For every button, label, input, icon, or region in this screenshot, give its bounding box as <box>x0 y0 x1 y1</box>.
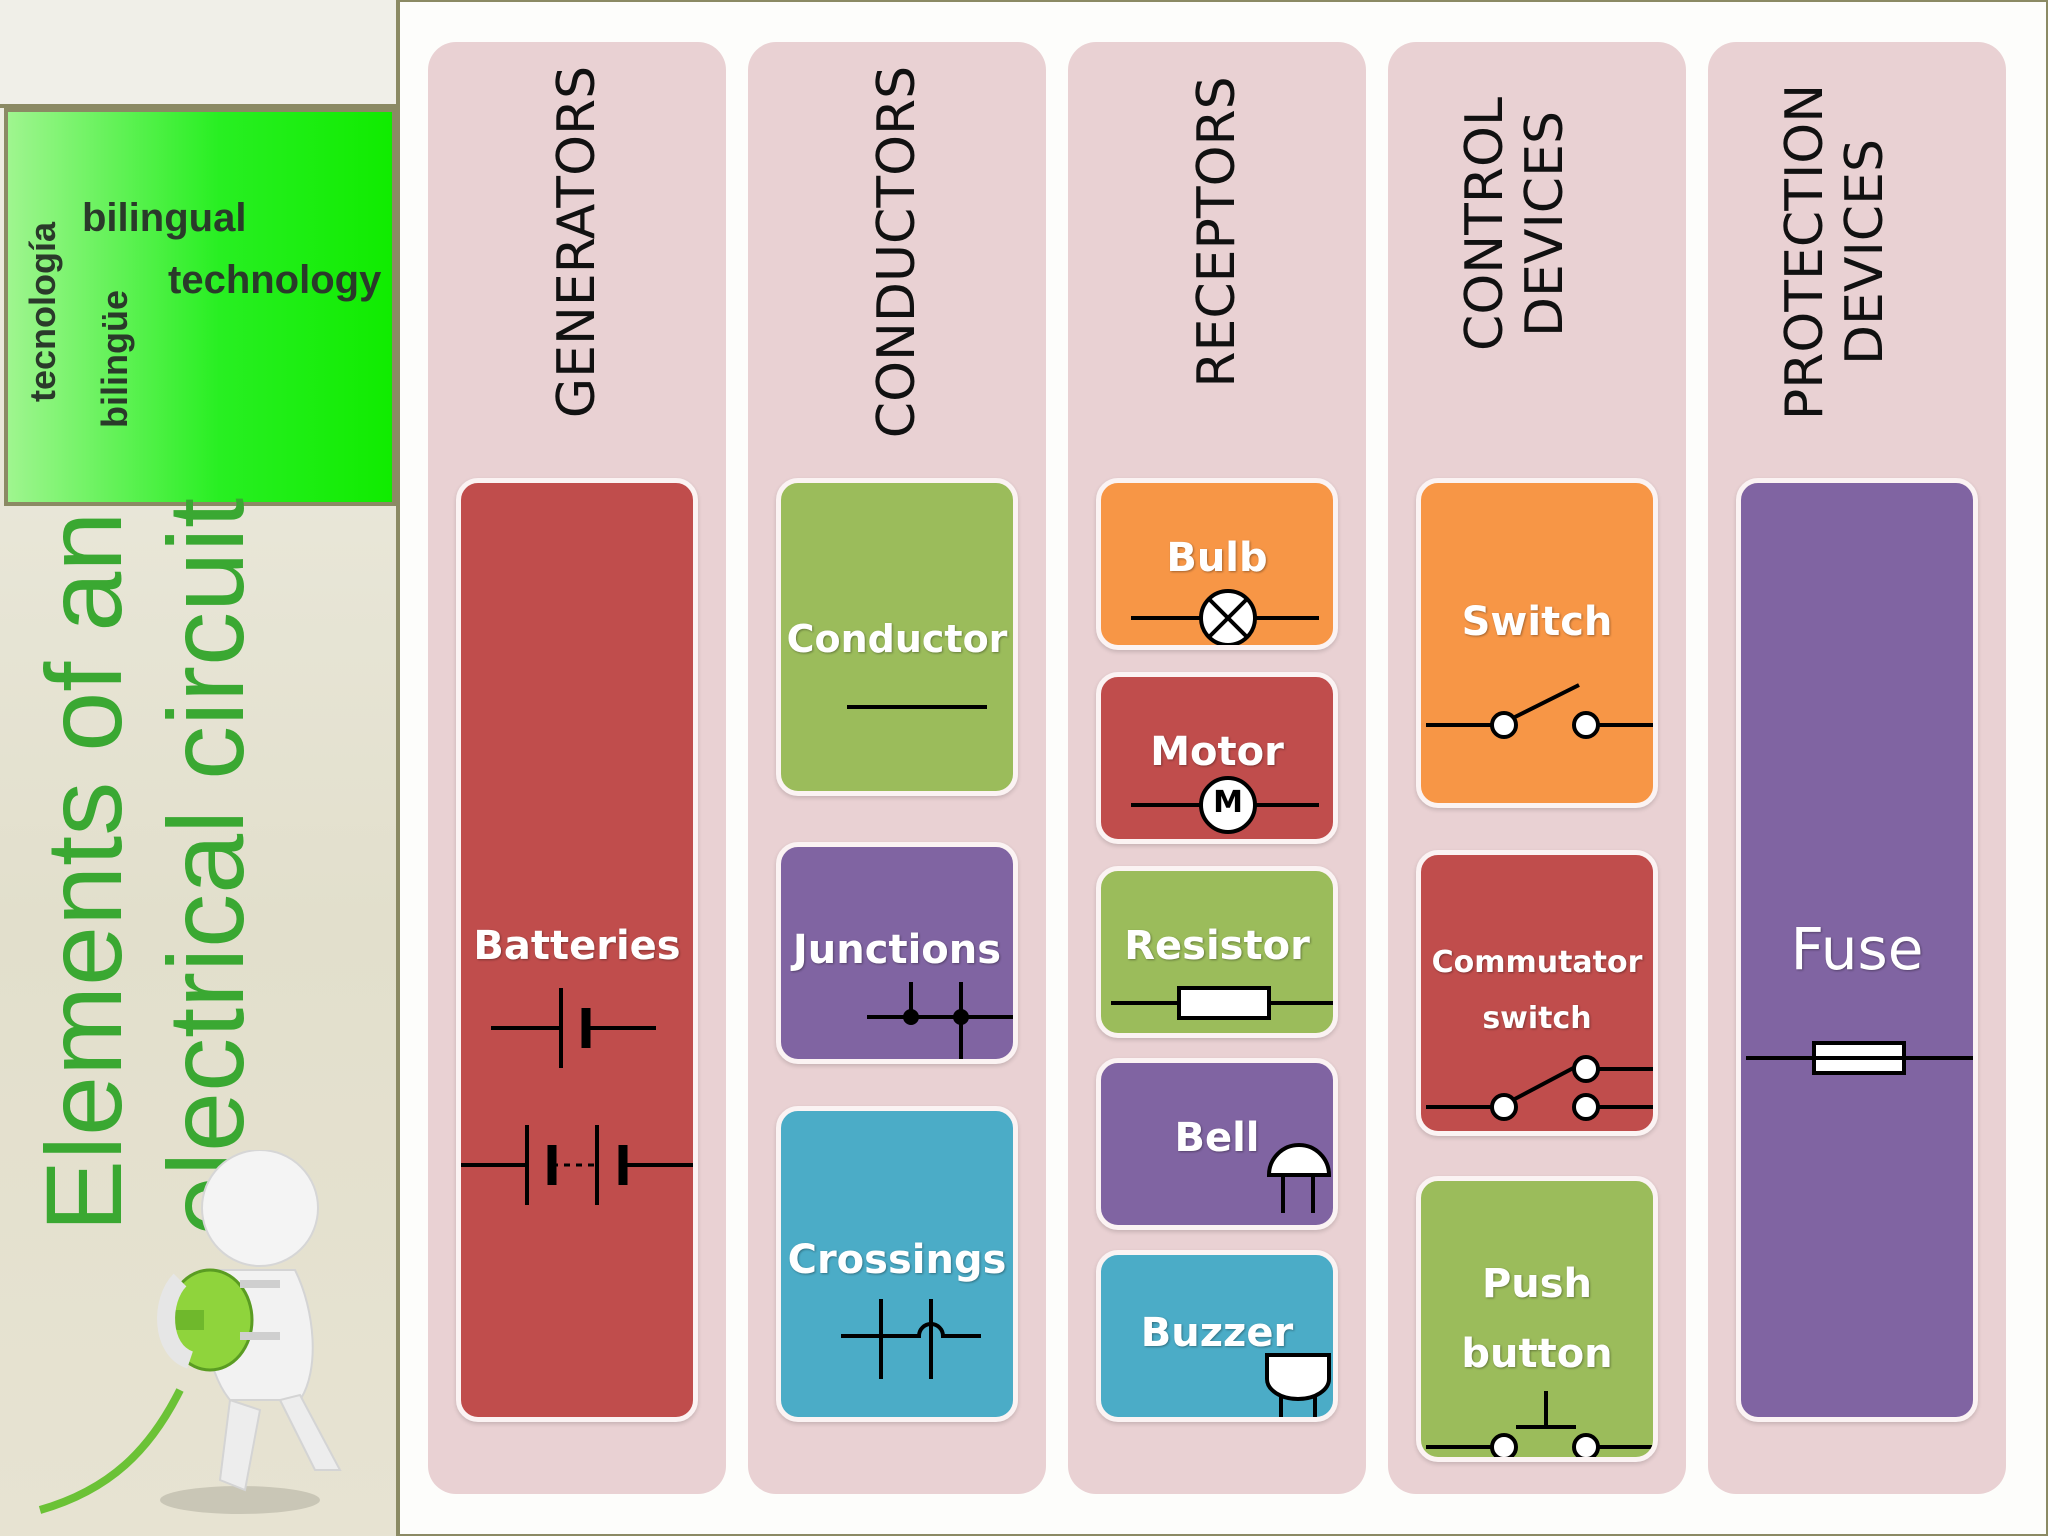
logo-box: tecnología bilingüe bilingual technology <box>4 108 396 506</box>
sidebar: tecnología bilingüe bilingual technology… <box>0 0 400 1536</box>
logo-text-bilingual: bilingual <box>82 196 247 240</box>
card-resistor[interactable]: Resistor <box>1096 866 1338 1038</box>
card-label-1: Commutator <box>1431 945 1643 980</box>
header-line-2: DEVICES <box>1514 111 1575 337</box>
header-conductors: CONDUCTORS <box>867 52 928 452</box>
title-line-1: Elements of an <box>23 511 144 1232</box>
card-motor[interactable]: Motor M <box>1096 672 1338 844</box>
card-label: Motor <box>1150 729 1284 775</box>
card-label-2: button <box>1461 1331 1613 1377</box>
card-label: Buzzer <box>1140 1310 1294 1356</box>
column-header: CONTROL DEVICES <box>1388 42 1686 472</box>
header-generators: GENERATORS <box>547 42 608 442</box>
card-fuse[interactable]: Fuse <box>1736 478 1978 1422</box>
column-protection-devices: PROTECTION DEVICES Fuse <box>1708 42 2006 1494</box>
logo-text-tecnologia: tecnología <box>22 221 63 402</box>
logo-text-technology: technology <box>168 258 382 302</box>
title-line-2: electrical circuit <box>145 497 266 1236</box>
sidebar-top-panel <box>0 0 396 108</box>
junction-symbol-icon <box>867 982 1013 1059</box>
card-conductor[interactable]: Conductor <box>776 478 1018 796</box>
column-generators: GENERATORS Batteries <box>428 42 726 1494</box>
card-label: Bulb <box>1166 535 1268 581</box>
push-button-symbol-icon <box>1426 1391 1653 1457</box>
column-header: GENERATORS <box>428 42 726 472</box>
card-switch[interactable]: Switch <box>1416 478 1658 808</box>
card-label: Junctions <box>792 927 1002 973</box>
card-bulb[interactable]: Bulb <box>1096 478 1338 650</box>
column-receptors: RECEPTORS Bulb Motor M Resistor Bell <box>1068 42 1366 1494</box>
header-control-devices: CONTROL DEVICES <box>1455 54 1576 394</box>
header-line-1: GENERATORS <box>547 65 607 419</box>
header-line-1: RECEPTORS <box>1187 76 1247 388</box>
header-receptors: RECEPTORS <box>1187 42 1248 422</box>
bell-symbol-icon <box>1266 1143 1332 1213</box>
header-protection-devices: PROTECTION DEVICES <box>1775 62 1896 442</box>
card-crossings[interactable]: Crossings <box>776 1106 1018 1422</box>
card-label-1: Push <box>1481 1261 1593 1307</box>
buzzer-symbol-icon <box>1265 1353 1331 1417</box>
conductor-line-icon <box>847 705 987 709</box>
header-line-1: CONDUCTORS <box>867 65 927 439</box>
column-header: PROTECTION DEVICES <box>1708 42 2006 472</box>
commutator-symbol-icon <box>1426 1055 1653 1121</box>
card-label: Resistor <box>1124 923 1310 969</box>
card-label: Batteries <box>473 923 681 969</box>
switch-symbol-icon <box>1426 683 1653 739</box>
logo-text-bilingue: bilingüe <box>94 290 135 428</box>
card-bell[interactable]: Bell <box>1096 1058 1338 1230</box>
card-label: Conductor <box>786 617 1008 661</box>
card-label: Fuse <box>1790 915 1924 983</box>
card-label: Bell <box>1174 1115 1260 1161</box>
card-label-2: switch <box>1482 1001 1592 1036</box>
header-line-2: DEVICES <box>1834 139 1895 365</box>
battery-symbol-icon <box>461 988 693 1205</box>
column-conductors: CONDUCTORS Conductor Junctions Crossings <box>748 42 1046 1494</box>
column-header: CONDUCTORS <box>748 42 1046 472</box>
header-line-1: CONTROL <box>1455 97 1515 351</box>
plug-mascot-icon <box>38 1150 342 1514</box>
header-line-1: PROTECTION <box>1775 83 1835 421</box>
card-batteries[interactable]: Batteries <box>456 478 698 1422</box>
card-label: Crossings <box>787 1237 1007 1283</box>
motor-symbol-letter: M <box>1213 785 1243 820</box>
card-push-button[interactable]: Push button <box>1416 1176 1658 1462</box>
card-buzzer[interactable]: Buzzer <box>1096 1250 1338 1422</box>
fuse-symbol-icon <box>1746 1041 1973 1075</box>
card-junctions[interactable]: Junctions <box>776 842 1018 1064</box>
card-label: Switch <box>1461 599 1613 645</box>
motor-symbol-icon <box>1131 776 1319 834</box>
card-commutator-switch[interactable]: Commutator switch <box>1416 850 1658 1136</box>
bulb-symbol-icon <box>1131 589 1319 645</box>
column-header: RECEPTORS <box>1068 42 1366 472</box>
resistor-symbol-icon <box>1111 986 1333 1020</box>
column-control-devices: CONTROL DEVICES Switch Commutator switch… <box>1388 42 1686 1494</box>
crossing-symbol-icon <box>841 1299 981 1379</box>
